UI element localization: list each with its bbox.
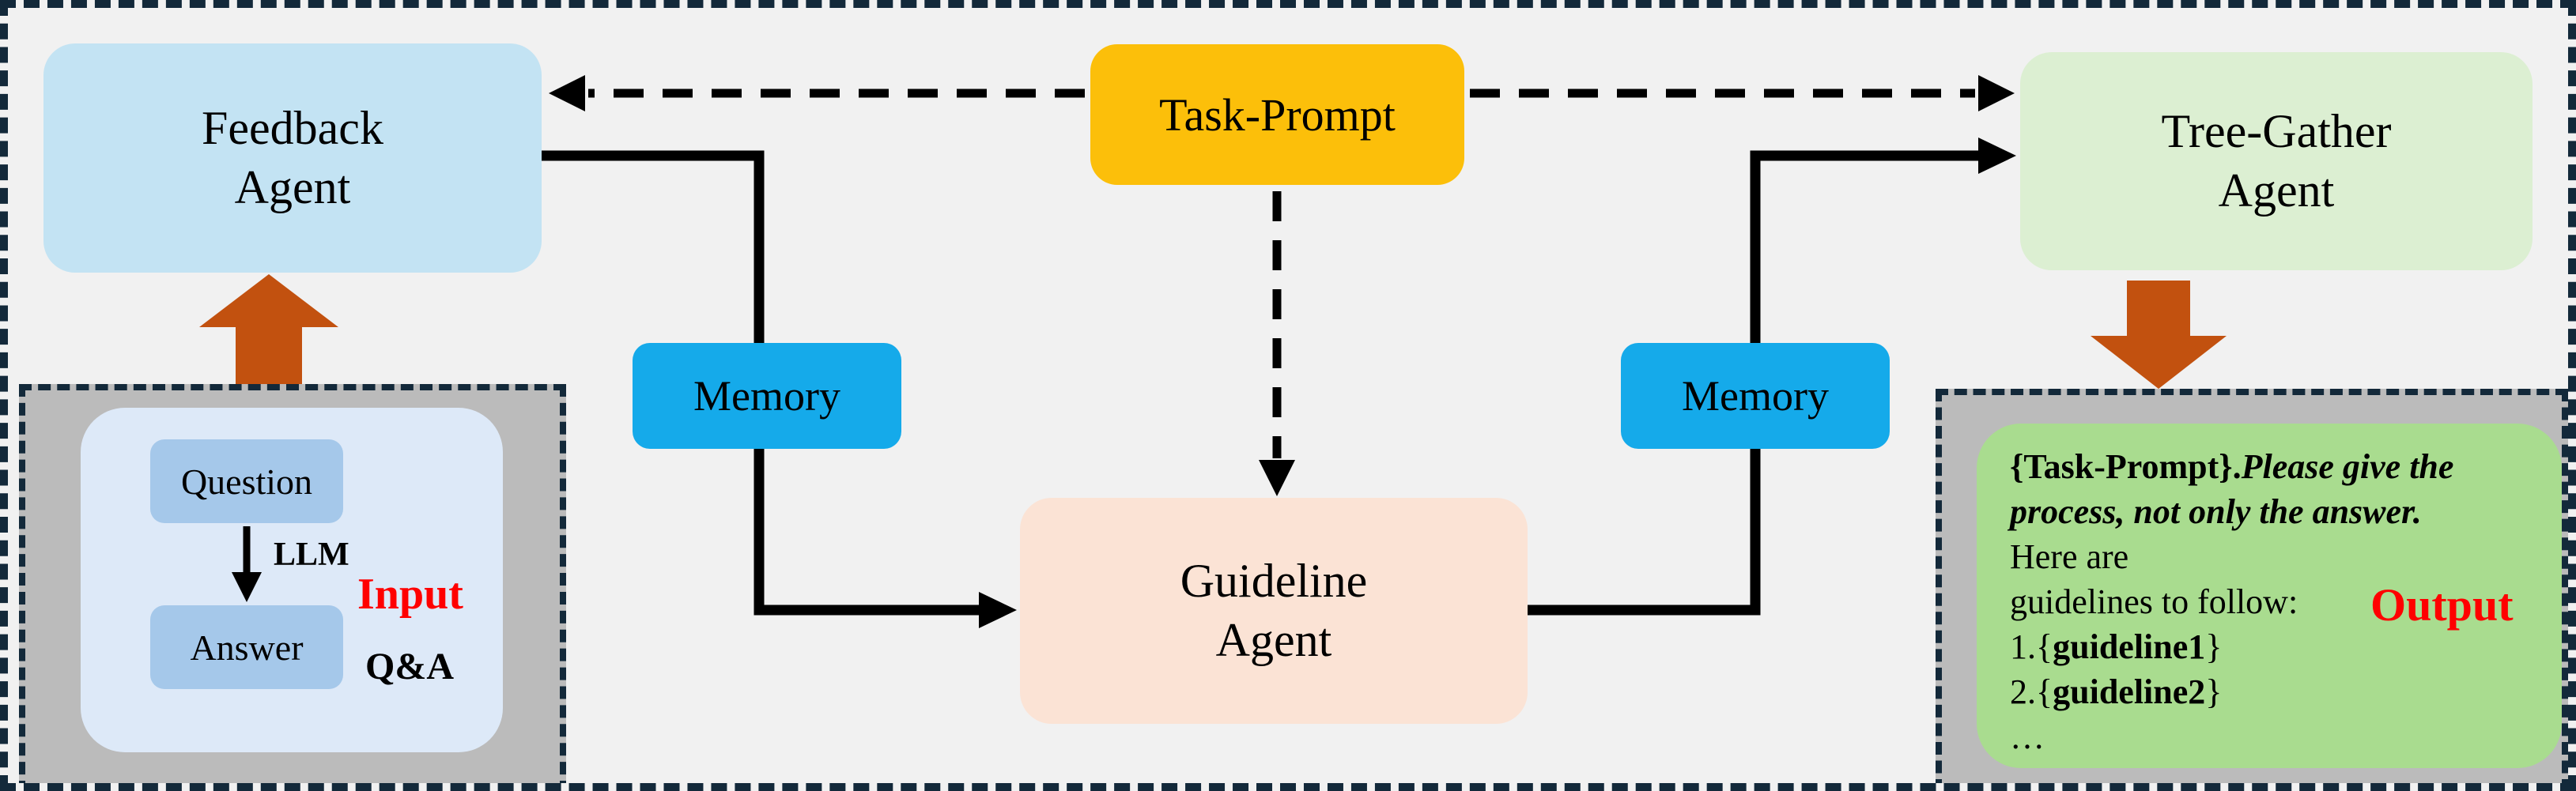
- task-prompt-label: Task-Prompt: [1159, 89, 1396, 141]
- llm-label: LLM: [274, 537, 349, 573]
- input-label: Input: [357, 570, 463, 619]
- output-green-box: [1977, 424, 2562, 768]
- tree-gather-agent-node: Tree-Gather Agent: [2020, 52, 2533, 270]
- answer-label: Answer: [190, 627, 304, 668]
- qa-label: Q&A: [365, 646, 454, 687]
- output-label: Output: [2370, 579, 2514, 631]
- dashed-arrow-taskprompt-to-feedback: [549, 75, 1085, 111]
- guideline-agent-node: Guideline Agent: [1020, 498, 1528, 724]
- feedback-agent-node: Feedback Agent: [43, 43, 542, 273]
- feedback-agent-label: Feedback Agent: [202, 102, 383, 213]
- memory-right-label: Memory: [1682, 372, 1829, 420]
- tree-gather-agent-label: Tree-Gather Agent: [2161, 105, 2392, 217]
- memory-right-node: Memory: [1621, 343, 1890, 449]
- memory-left-label: Memory: [693, 372, 840, 420]
- dashed-arrow-taskprompt-to-guideline: [1259, 191, 1295, 496]
- memory-left-node: Memory: [633, 343, 901, 449]
- dashed-arrow-taskprompt-to-treegather: [1470, 75, 2015, 111]
- task-prompt-node: Task-Prompt: [1090, 44, 1464, 185]
- question-box: Question: [150, 439, 343, 523]
- guideline-agent-label: Guideline Agent: [1180, 555, 1368, 666]
- question-label: Question: [180, 461, 313, 502]
- answer-box: Answer: [150, 605, 343, 689]
